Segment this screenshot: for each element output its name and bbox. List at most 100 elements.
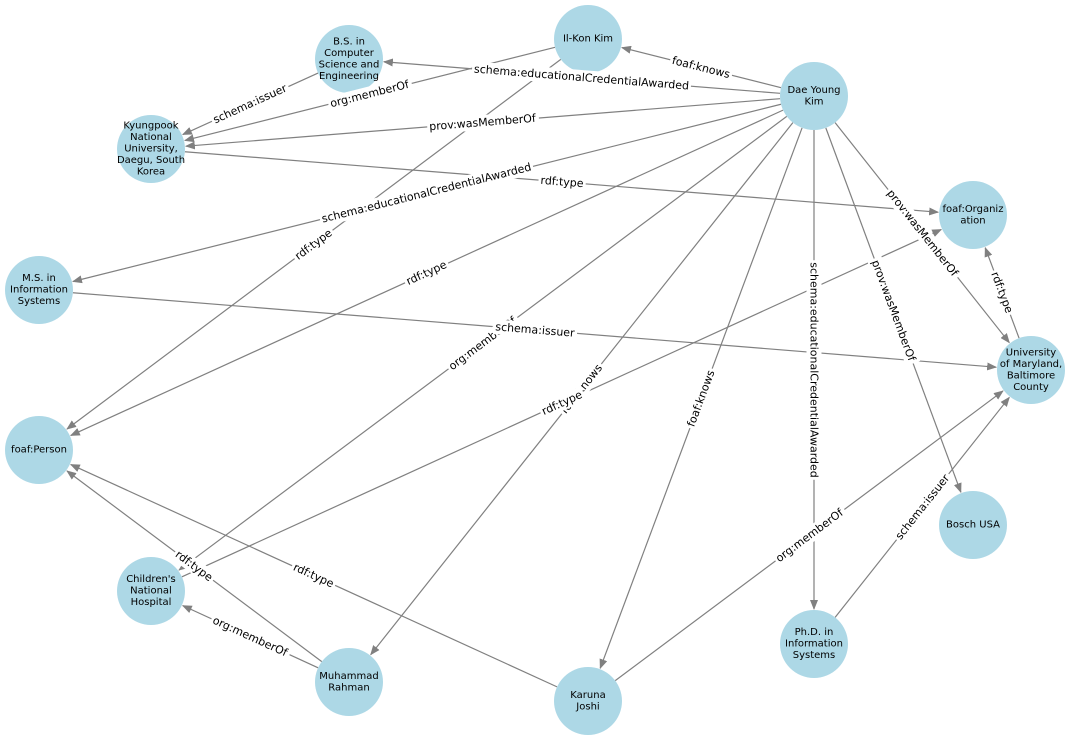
node-circle[interactable] — [939, 181, 1007, 249]
node-label-line: Daegu, South — [117, 155, 185, 166]
node-label-line: B.S. in — [333, 36, 365, 47]
edge-label-bg — [882, 184, 964, 282]
edge-label-ms-umbc: schema:issuer — [492, 319, 578, 341]
node-label-line: Systems — [18, 296, 61, 307]
node-label-line: Muhammad — [319, 671, 378, 682]
node-label-line: Information — [785, 639, 843, 650]
node-label-line: National — [130, 586, 172, 597]
edge-label-daeyoung-bosch: prov:wasMemberOf — [867, 255, 921, 367]
edge-label-bg — [682, 365, 720, 431]
node-label-line: Baltimore — [1007, 370, 1055, 381]
edge-label-bg — [426, 110, 540, 135]
edge-label-daeyoung-phd: schema:educationalCredentialAwarded — [806, 260, 822, 480]
edge-label-bg — [668, 52, 734, 83]
node-circle[interactable] — [780, 610, 848, 678]
node-label-line: Karuna — [570, 690, 605, 701]
edge-label-text: schema:issuer — [495, 320, 576, 339]
node-bosch[interactable]: Bosch USA — [939, 491, 1007, 559]
edge-label-bs-kyungpook: schema:issuer — [208, 79, 292, 129]
node-circle[interactable] — [997, 336, 1065, 404]
edge-label-bg — [537, 172, 587, 192]
edge-label-text: schema:educationalCredentialAwarded — [320, 161, 532, 226]
edge-label-karuna-umbc: org:memberOf — [771, 503, 849, 567]
edge-label-bg — [492, 319, 578, 341]
node-circle[interactable] — [5, 256, 73, 324]
edge-label-kyungpook-org: rdf:type — [537, 172, 587, 192]
edge-lines — [66, 45, 1020, 688]
node-circle[interactable] — [117, 115, 185, 183]
edge-label-bg — [890, 469, 955, 545]
node-circle[interactable] — [315, 25, 383, 93]
edge-label-bg — [208, 611, 293, 662]
node-circle[interactable] — [939, 491, 1007, 559]
node-circle[interactable] — [554, 667, 622, 735]
node-label-line: Rahman — [328, 682, 369, 693]
node-circle[interactable] — [780, 62, 848, 130]
node-label-line: Il-Kon Kim — [563, 34, 613, 45]
edge-label-daeyoung-karuna: foaf:knows — [682, 365, 720, 431]
edge-label-bg — [471, 61, 692, 94]
edge-label-umbc-org: rdf:type — [986, 267, 1018, 318]
edge-label-bg — [170, 545, 218, 587]
node-label-line: Ph.D. in — [795, 627, 834, 638]
edge-label-bg — [290, 224, 338, 265]
node-label-line: of Maryland, — [1000, 359, 1062, 370]
edge-label-childrens-org: rdf:type — [537, 386, 587, 420]
node-circle[interactable] — [117, 557, 185, 625]
node-label-line: Joshi — [575, 701, 599, 712]
node-label-line: Dae Young — [787, 85, 840, 96]
node-circle[interactable] — [554, 5, 622, 73]
edge-label-daeyoung-person: rdf:type — [401, 256, 452, 290]
edge-labels: foaf:knows schema:educationalCredentialAw… — [170, 52, 1018, 662]
node-label-line: Information — [10, 285, 68, 296]
edge-label-ilkon-person: rdf:type — [290, 224, 338, 265]
node-label-line: Computer — [324, 48, 375, 59]
node-label-line: Korea — [137, 167, 165, 178]
node-person[interactable]: foaf:Person — [5, 416, 73, 484]
node-label-line: foaf:Organiz — [943, 204, 1004, 215]
node-label-line: foaf:Person — [11, 445, 67, 456]
edge-label-bg — [986, 267, 1018, 318]
edge-label-bg — [806, 260, 822, 480]
edge-label-text: prov:wasMemberOf — [429, 112, 538, 134]
node-label-line: Hospital — [131, 597, 172, 608]
edge-label-text: schema:issuer — [211, 81, 289, 126]
edge-label-text: rdf:type — [540, 174, 584, 190]
node-label-line: Systems — [793, 650, 836, 661]
node-ilkon[interactable]: Il-Kon Kim — [554, 5, 622, 73]
node-label-line: Science and — [319, 59, 380, 70]
edge-label-bg — [326, 76, 414, 112]
node-label-line: Children's — [126, 574, 176, 585]
node-label-line: Bosch USA — [946, 520, 1000, 531]
node-label-line: University, — [124, 144, 178, 155]
edge-label-daeyoung-ms: schema:educationalCredentialAwarded — [318, 159, 535, 227]
edge-label-text: org:memberOf — [773, 505, 846, 564]
edge-label-bg — [401, 256, 452, 290]
edge-label-karuna-person: rdf:type — [288, 558, 339, 593]
node-label-line: Kyungpook — [123, 121, 178, 132]
node-label-line: Engineering — [319, 71, 379, 82]
edge-label-text: org:memberOf — [211, 614, 291, 660]
node-circle[interactable] — [5, 416, 73, 484]
edge-label-text: rdf:type — [292, 226, 334, 262]
edge-label-text: rdf:type — [988, 270, 1015, 315]
edge-label-bg — [288, 558, 339, 593]
edge-label-daeyoung-kyungpook: prov:wasMemberOf — [426, 110, 540, 135]
node-circle[interactable] — [315, 648, 383, 716]
node-label-line: County — [1013, 382, 1049, 393]
node-label-line: National — [130, 132, 172, 143]
edge-label-bg — [771, 503, 849, 567]
node-label-line: M.S. in — [22, 273, 56, 284]
